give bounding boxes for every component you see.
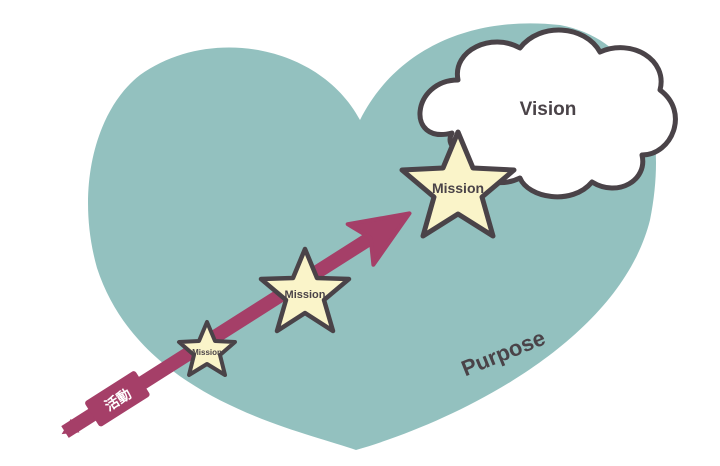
arrow-head: [345, 211, 412, 267]
star-shape: [258, 246, 352, 334]
star-shape: [399, 129, 517, 239]
mission-label-large: Mission: [432, 180, 484, 196]
mission-star-large: Mission: [399, 129, 517, 239]
mission-star-medium: Mission: [258, 246, 352, 334]
mission-label-small: Mission: [192, 348, 222, 357]
mission-label-medium: Mission: [285, 289, 326, 301]
arrow-tail: [61, 418, 80, 435]
mission-star-small: Mission: [177, 320, 237, 377]
star-shape: [177, 320, 237, 377]
vision-label: Vision: [520, 99, 577, 120]
arrow-label-box: [85, 371, 150, 427]
